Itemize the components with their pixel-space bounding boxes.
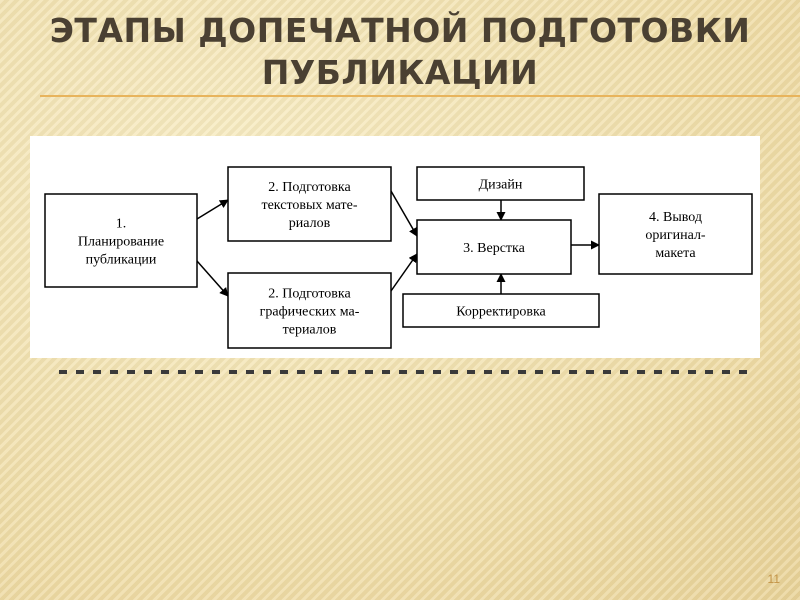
node-output-label: макета bbox=[655, 246, 696, 261]
node-design-box bbox=[416, 166, 585, 201]
node-planning-box bbox=[44, 193, 198, 288]
node-planning-label: Планирование bbox=[78, 235, 164, 250]
node-text-prep-label: текстовых мате- bbox=[261, 198, 357, 213]
node-design-label: Дизайн bbox=[479, 178, 523, 193]
node-planning-label: 1. bbox=[116, 217, 127, 232]
node-layout-box bbox=[416, 219, 572, 275]
node-output-box bbox=[598, 193, 753, 275]
node-text-prep-label: риалов bbox=[289, 216, 331, 231]
node-output-label: 4. Вывод bbox=[649, 210, 702, 225]
arrow-planning-to-graphic-prep bbox=[196, 260, 229, 297]
node-graphic-prep-label: графических ма- bbox=[260, 305, 360, 320]
node-proofreading-label: Корректировка bbox=[456, 305, 546, 320]
node-text-prep-label: 2. Подготовка bbox=[268, 180, 351, 195]
node-output: 4. Вывод оригинал-макета bbox=[598, 193, 753, 275]
title-underline bbox=[40, 95, 800, 97]
page-number: 11 bbox=[767, 572, 780, 586]
arrow-planning-to-text-prep bbox=[196, 199, 229, 220]
node-graphic-prep-label: 2. Подготовка bbox=[268, 287, 351, 302]
node-layout: 3. Верстка bbox=[416, 219, 572, 275]
diagram-edges bbox=[196, 190, 600, 297]
node-planning: 1. Планирование публикации bbox=[44, 193, 198, 288]
dashed-separator bbox=[59, 370, 755, 374]
node-layout-label: 3. Верстка bbox=[463, 241, 525, 256]
node-planning-label: публикации bbox=[86, 253, 157, 268]
arrow-graphic-prep-to-layout bbox=[390, 253, 418, 292]
arrow-text-prep-to-layout bbox=[390, 190, 418, 237]
slide-title: ЭТАПЫ ДОПЕЧАТНОЙ ПОДГОТОВКИ ПУБЛИКАЦИИ bbox=[40, 10, 760, 94]
node-graphic-prep-box bbox=[227, 272, 392, 349]
flow-diagram-canvas: 1. Планирование публикации 2. Подготовка тек… bbox=[44, 166, 753, 349]
node-design: Дизайн bbox=[416, 166, 585, 201]
node-text-prep: 2. Подготовка текстовых мате-риалов bbox=[227, 166, 392, 242]
node-graphic-prep-label: териалов bbox=[283, 323, 337, 338]
diagram-nodes: 1. Планирование публикации 2. Подготовка тек… bbox=[44, 166, 753, 349]
flow-diagram: 1. Планирование публикации 2. Подготовка тек… bbox=[30, 136, 760, 358]
node-text-prep-box bbox=[227, 166, 392, 242]
node-graphic-prep: 2. Подготовка графических ма-териалов bbox=[227, 272, 392, 349]
node-output-label: оригинал- bbox=[645, 228, 706, 243]
node-proofreading-box bbox=[402, 293, 600, 328]
node-proofreading: Корректировка bbox=[402, 293, 600, 328]
slide-title-line-1: ЭТАПЫ ДОПЕЧАТНОЙ ПОДГОТОВКИ bbox=[49, 11, 751, 50]
slide-title-line-2: ПУБЛИКАЦИИ bbox=[261, 53, 539, 92]
